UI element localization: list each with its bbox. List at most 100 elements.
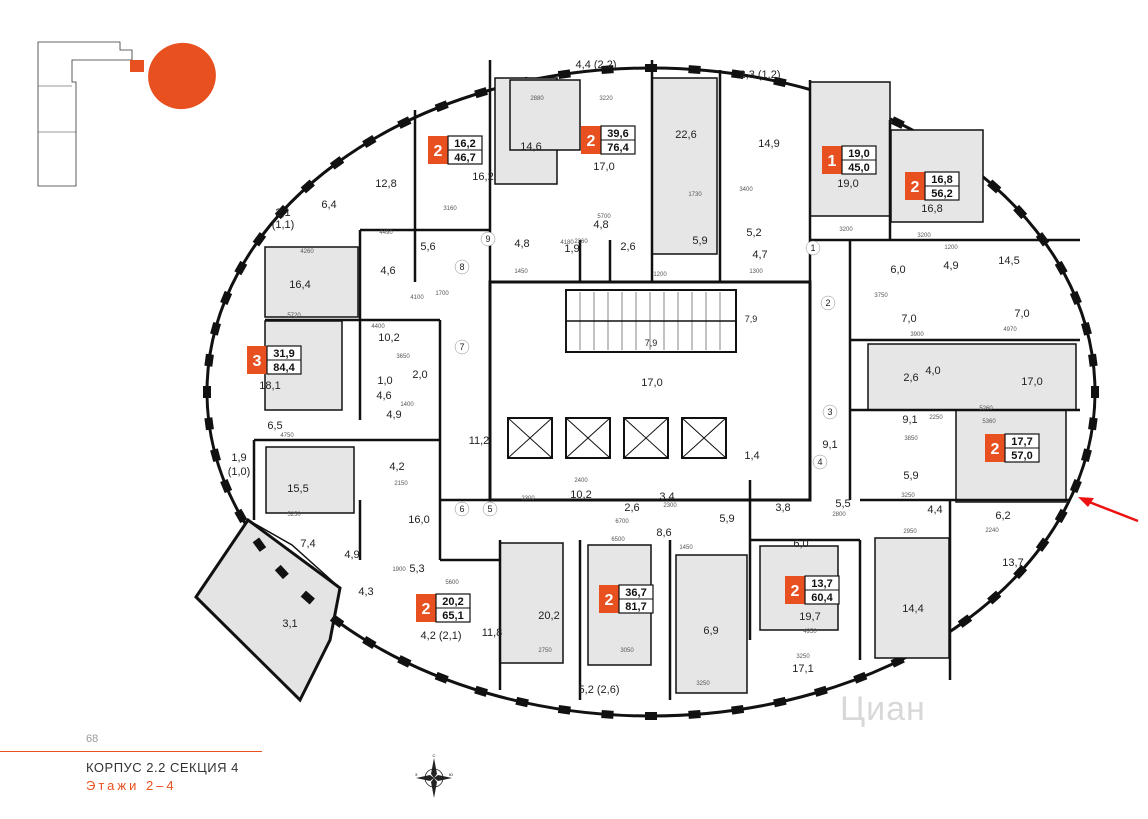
room-area-label: 14,9 xyxy=(758,138,779,150)
dimension-label: 3400 xyxy=(739,187,753,193)
room-area-label: 4,6 xyxy=(380,265,395,277)
window-pier xyxy=(987,179,1002,194)
window-pier xyxy=(731,69,745,80)
apartment-living-area: 19,0 xyxy=(848,148,869,160)
room-area-label: 4,8 xyxy=(514,238,529,250)
dimension-label: 3650 xyxy=(396,354,410,360)
elevator-cross xyxy=(623,417,669,459)
dimension-label: 3250 xyxy=(696,681,710,687)
dimension-label: 1730 xyxy=(688,192,702,198)
page-number: 68 xyxy=(86,733,99,745)
window-pier xyxy=(1081,448,1092,463)
apartment-badge-rooms-box xyxy=(581,126,601,154)
apartment-total-area: 56,2 xyxy=(931,188,952,200)
room-area-label: 16,2 xyxy=(472,171,493,183)
stair-number-label: 6 xyxy=(459,504,464,514)
dimension-label: 2800 xyxy=(832,512,846,518)
room-area-label: 16,8 xyxy=(921,203,942,215)
stair-number-label: 1 xyxy=(810,243,815,253)
elevator-cross xyxy=(681,417,727,459)
dimension-label: 4490 xyxy=(379,230,393,236)
room-area-label: 4,8 xyxy=(593,219,608,231)
stair-number-marker xyxy=(454,501,470,517)
dimension-label: 5250 xyxy=(287,512,301,518)
room-area-label: 6,4 xyxy=(321,199,336,211)
room-area-label: 4,9 xyxy=(344,549,359,561)
living-room xyxy=(509,79,581,151)
apartment-total-area: 57,0 xyxy=(1011,450,1032,462)
room-area-label: 4,2 (2,1) xyxy=(421,630,462,642)
room-area-label: 2,6 xyxy=(624,502,639,514)
key-plan-outline xyxy=(37,41,133,187)
living-room xyxy=(867,343,1077,411)
dimension-label: 3200 xyxy=(839,227,853,233)
stair-number-label: 9 xyxy=(485,234,490,244)
dimension-label: 4400 xyxy=(371,324,385,330)
room-area-label: 4,9 xyxy=(943,260,958,272)
stair-number-marker xyxy=(805,240,821,256)
room-area-label: 7,0 xyxy=(1014,308,1029,320)
room-area-label: 4,4 xyxy=(927,504,942,516)
apartment-total-area: 76,4 xyxy=(607,142,629,154)
room-area-label: 2,6 xyxy=(903,372,918,384)
room-area-label: 5,9 xyxy=(719,513,734,525)
room-area-label: 5,3 xyxy=(409,563,424,575)
dimension-label: 1700 xyxy=(435,291,449,297)
compass-west-label: З xyxy=(415,772,418,777)
dimension-label: 3900 xyxy=(910,332,924,338)
window-pier xyxy=(1054,508,1068,524)
window-pier xyxy=(252,537,267,552)
window-pier xyxy=(1091,386,1099,398)
apartment-badge-rooms-box xyxy=(428,136,448,164)
dimension-label: 4180 xyxy=(560,240,574,246)
window-pier xyxy=(220,290,233,306)
room-area-label: 4,6 xyxy=(376,390,391,402)
window-pier xyxy=(1013,564,1028,580)
window-pier xyxy=(515,696,529,708)
window-pier xyxy=(474,87,488,99)
room-area-label: 5,9 xyxy=(903,470,918,482)
compass-north-label: С xyxy=(433,753,436,758)
dimension-label: 6500 xyxy=(611,537,625,543)
window-pier xyxy=(234,508,248,524)
window-pier xyxy=(557,704,571,715)
compass-east-label: Ю xyxy=(449,772,453,777)
window-pier xyxy=(434,100,449,113)
window-pier xyxy=(1088,417,1098,431)
room-area-label: 19,7 xyxy=(799,611,820,623)
apartment-total-area: 65,1 xyxy=(442,610,463,622)
dimension-label: 1200 xyxy=(944,245,958,251)
window-pier xyxy=(645,712,657,720)
apartment-total-area: 45,0 xyxy=(848,162,869,174)
dimension-label: 3200 xyxy=(917,233,931,239)
apartment-living-area: 31,9 xyxy=(273,348,294,360)
window-pier xyxy=(300,590,315,605)
window-pier xyxy=(601,710,614,719)
room-area-label: 11,8 xyxy=(482,627,503,639)
room-area-label: (1,0) xyxy=(228,466,251,478)
window-pier xyxy=(329,156,345,170)
stair-number-marker xyxy=(454,339,470,355)
apartment-living-area: 20,2 xyxy=(442,596,463,608)
key-plan-link xyxy=(130,60,144,72)
window-pier xyxy=(329,614,345,628)
dimension-label: 3050 xyxy=(620,648,634,654)
room-area-label: 1,4 xyxy=(744,450,759,462)
apartment-badge-rooms-box xyxy=(985,434,1005,462)
apartment-room-count: 2 xyxy=(422,601,431,618)
building-section-title: КОРПУС 2.2 СЕКЦИЯ 4 xyxy=(86,760,239,775)
apartment-room-count: 2 xyxy=(587,133,596,150)
dimension-label: 2880 xyxy=(530,96,544,102)
room-area-label: 4,3 xyxy=(358,586,373,598)
apartment-room-count: 2 xyxy=(911,179,920,196)
core-area-label: 17,0 xyxy=(641,377,662,389)
window-pier xyxy=(220,478,233,494)
window-pier xyxy=(274,204,289,220)
room-area-label: 14,6 xyxy=(520,141,541,153)
pointer-arrow-line xyxy=(1083,498,1139,523)
dimension-label: 1450 xyxy=(679,545,693,551)
footer-divider xyxy=(0,751,262,752)
dimension-label: 4970 xyxy=(1003,327,1017,333)
room-area-label: 5,2 xyxy=(746,227,761,239)
stair-number-marker xyxy=(482,501,498,517)
